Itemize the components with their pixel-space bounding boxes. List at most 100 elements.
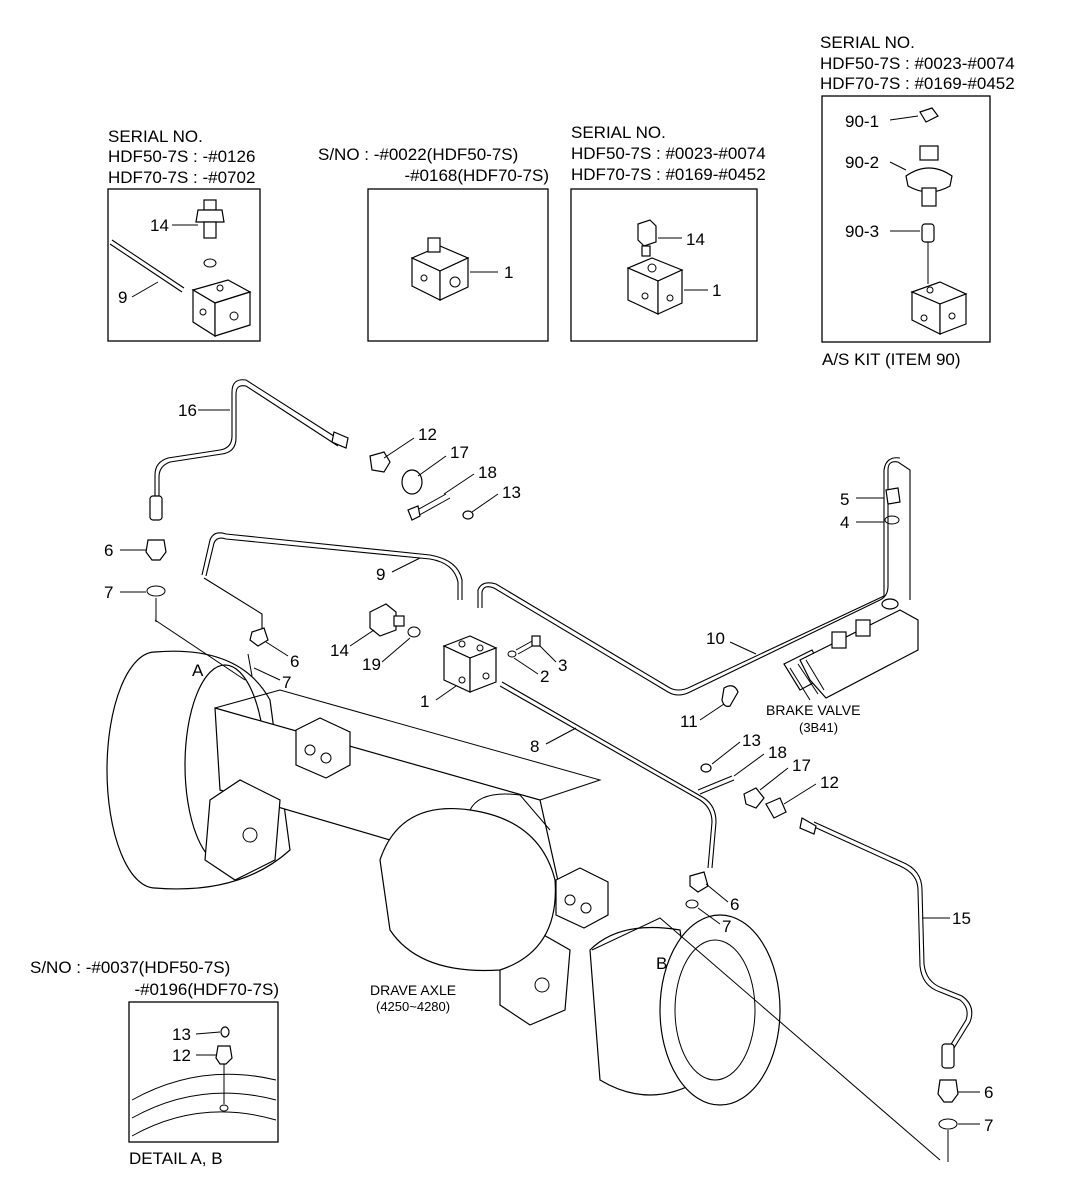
fitting-icon (149, 495, 163, 521)
inset-right-header-2: HDF50-7S : #0023-#0074 (820, 54, 1015, 73)
callout-9: 9 (376, 565, 385, 584)
inset-left-header-1: SERIAL NO. (108, 127, 203, 146)
valve-block-icon (442, 635, 498, 693)
inset-mid2-header-2: HDF50-7S : #0023-#0074 (571, 144, 766, 163)
fittings (145, 431, 959, 1162)
inset-mid1-callout-1: 1 (504, 263, 513, 282)
inset-mid1: S/NO : -#0022(HDF50-7S) -#0168(HDF70-7S)… (318, 145, 549, 342)
clip-icon (700, 763, 712, 773)
washer-icon (884, 515, 900, 525)
fitting-icon (331, 431, 349, 449)
inset-mid2-header-1: SERIAL NO. (571, 123, 666, 142)
cap-icon (919, 107, 939, 123)
callout-7: 7 (984, 1116, 993, 1135)
callout-6: 6 (104, 541, 113, 560)
callout-17: 17 (792, 756, 811, 775)
valve-block-icon (626, 257, 684, 315)
inset-right-caption: A/S KIT (ITEM 90) (822, 350, 961, 369)
o-ring-icon (407, 626, 421, 638)
fitting-icon (799, 817, 817, 835)
washer-icon (938, 1118, 958, 1130)
pressure-switch-icon (637, 219, 657, 257)
inset-left-callout-9: 9 (118, 288, 127, 307)
valve-block-icon (910, 281, 968, 335)
inset-mid1-header-2: -#0168(HDF70-7S) (404, 166, 549, 185)
nut-icon (401, 469, 423, 495)
detail-header-2: -#0196(HDF70-7S) (134, 980, 279, 999)
callout-6: 6 (984, 1083, 993, 1102)
washer-icon (146, 585, 166, 597)
inset-left-callout-14: 14 (150, 216, 169, 235)
callout-7: 7 (104, 583, 113, 602)
detail-frame (128, 1001, 279, 1143)
callout-4: 4 (840, 513, 849, 532)
brake-valve-label: BRAKE VALVE (766, 702, 860, 718)
callout-7: 7 (282, 673, 291, 692)
pressure-switch-icon (195, 199, 225, 239)
adapter-icon (921, 223, 935, 243)
inset-right-callout-90-1: 90-1 (845, 112, 879, 131)
detail-header-1: S/NO : -#0037(HDF50-7S) (30, 958, 230, 977)
callout-10: 10 (706, 629, 725, 648)
inset-right-header-1: SERIAL NO. (820, 33, 915, 52)
detail-callout-13: 13 (172, 1025, 191, 1044)
brake-valve-icon (783, 598, 919, 701)
callout-7: 7 (722, 917, 731, 936)
pressure-switch-icon (369, 603, 405, 637)
inset-mid2-frame (570, 188, 758, 342)
inset-left-frame (107, 188, 261, 342)
inset-mid1-frame (367, 188, 549, 342)
callout-12: 12 (820, 773, 839, 792)
pressure-switch-icon (905, 145, 953, 207)
callout-1: 1 (420, 692, 429, 711)
union-icon (249, 627, 269, 647)
nut-icon (215, 1045, 233, 1065)
valve-block-icon (410, 237, 470, 301)
fitting-icon (885, 487, 901, 505)
detail-b-label: B (656, 954, 667, 973)
inset-left-header-3: HDF70-7S : -#0702 (108, 168, 255, 187)
callout-15: 15 (952, 909, 971, 928)
washer-icon (685, 899, 699, 909)
inset-right-callout-90-2: 90-2 (845, 153, 879, 172)
union-icon (689, 871, 709, 893)
inset-right-callout-90-3: 90-3 (845, 222, 879, 241)
detail-caption: DETAIL A, B (129, 1149, 223, 1168)
inset-mid2-header-3: HDF70-7S : #0169-#0452 (571, 165, 766, 184)
callout-2: 2 (540, 667, 549, 686)
fitting-icon (941, 1043, 955, 1069)
inset-right: SERIAL NO. HDF50-7S : #0023-#0074 HDF70-… (820, 33, 1015, 369)
valve-block-icon (191, 279, 252, 338)
detail-a-label: A (192, 661, 204, 680)
pin-icon (247, 653, 253, 677)
callout-18: 18 (478, 463, 497, 482)
brake-pipes (154, 379, 973, 1049)
o-ring-icon (203, 258, 217, 268)
callout-6: 6 (730, 895, 739, 914)
callout-8: 8 (530, 737, 539, 756)
callout-16: 16 (178, 401, 197, 420)
nut-icon (369, 451, 391, 473)
detail-inset: S/NO : -#0037(HDF50-7S) -#0196(HDF70-7S)… (30, 958, 279, 1168)
union-icon (145, 539, 167, 561)
union-icon (937, 1079, 959, 1103)
clip-icon (462, 510, 474, 520)
callout-6: 6 (290, 652, 299, 671)
inset-mid2-callout-14: 14 (686, 230, 705, 249)
inset-right-frame (821, 95, 991, 343)
inset-left: SERIAL NO. HDF50-7S : -#0126 HDF70-7S : … (107, 127, 261, 342)
axle-label: DRAVE AXLE (370, 982, 456, 998)
inset-mid2: SERIAL NO. HDF50-7S : #0023-#0074 HDF70-… (570, 123, 766, 342)
inset-right-header-3: HDF70-7S : #0169-#0452 (820, 74, 1015, 93)
callout-3: 3 (558, 656, 567, 675)
callout-11: 11 (680, 712, 698, 731)
brake-valve-code: (3B41) (799, 720, 838, 735)
drive-axle-icon (106, 650, 941, 1161)
inset-left-header-2: HDF50-7S : -#0126 (108, 147, 255, 166)
callout-19: 19 (362, 655, 381, 674)
nut-icon (765, 797, 787, 819)
callout-13: 13 (502, 483, 521, 502)
callout-14: 14 (330, 641, 349, 660)
callout-12: 12 (418, 425, 437, 444)
inset-mid2-callout-1: 1 (712, 281, 721, 300)
